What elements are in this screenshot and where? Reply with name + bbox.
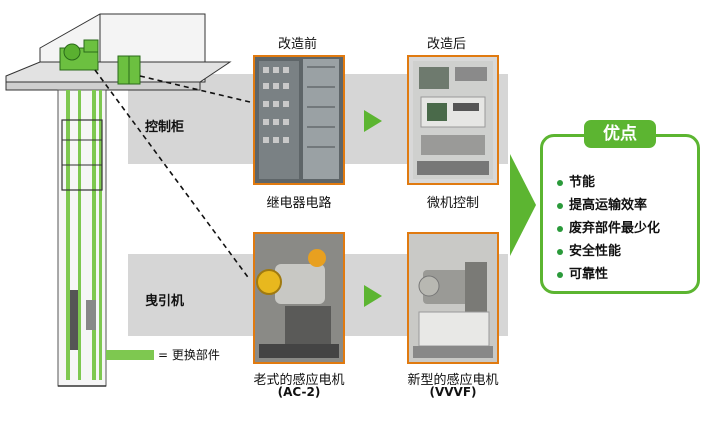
bullet-icon <box>557 248 563 255</box>
header-before: 改造前 <box>278 37 318 52</box>
photo-microcomputer-cabinet <box>407 55 499 185</box>
caption-relay-circuit: 继电器电路 <box>266 196 332 211</box>
elevator-shaft-illustration <box>5 13 251 387</box>
advantages-panel: 节能 提高运输效率 废弃部件最少化 安全性能 可靠性 <box>540 134 700 294</box>
photo-new-induction-motor <box>407 232 499 364</box>
row-label-control-cabinet: 控制柜 <box>145 120 185 135</box>
photo-relay-cabinet <box>253 55 345 185</box>
arrow-right-icon <box>364 110 382 132</box>
caption-new-induction-motor: 新型的感应电机 <box>407 373 499 388</box>
caption-old-induction-motor: 老式的感应电机 <box>253 373 345 388</box>
advantage-item: 安全性能 <box>557 240 660 263</box>
caption-old-induction-motor-model: (AC-2) <box>277 385 321 399</box>
advantage-item: 提高运输效率 <box>557 194 660 217</box>
arrow-right-icon <box>364 285 382 307</box>
advantages-title: 优点 <box>584 120 656 148</box>
advantage-item: 废弃部件最少化 <box>557 217 660 240</box>
photo-old-induction-motor <box>253 232 345 364</box>
bullet-icon <box>557 179 563 186</box>
advantage-item: 可靠性 <box>557 263 660 286</box>
row-label-traction-machine: 曳引机 <box>145 294 185 309</box>
advantages-list: 节能 提高运输效率 废弃部件最少化 安全性能 可靠性 <box>557 171 660 286</box>
legend-swatch <box>106 350 154 360</box>
caption-new-induction-motor-model: (VVVF) <box>429 385 477 399</box>
bullet-icon <box>557 202 563 209</box>
advantage-item: 节能 <box>557 171 660 194</box>
big-arrow-right-icon <box>510 154 536 256</box>
legend-text: = 更换部件 <box>158 348 220 362</box>
bullet-icon <box>557 271 563 278</box>
bullet-icon <box>557 225 563 232</box>
header-after: 改造后 <box>427 37 467 52</box>
caption-microcomputer-control: 微机控制 <box>426 196 479 211</box>
